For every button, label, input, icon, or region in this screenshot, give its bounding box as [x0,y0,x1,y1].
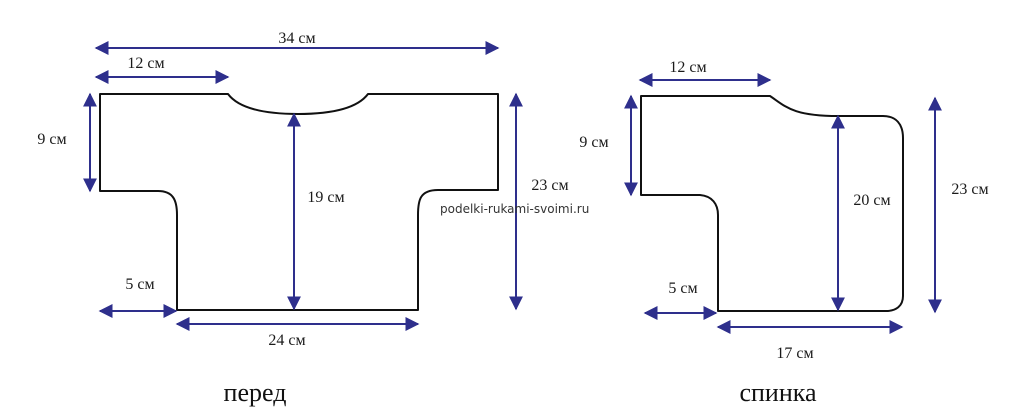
front-caption: перед [224,378,287,407]
front-piece [99,93,499,311]
back-sleeve-offset-label: 5 см [668,280,697,297]
front-total-width-label: 34 см [278,30,315,47]
back-labels: 12 см 9 см 20 см 23 см 5 см 17 см спинка [579,59,988,407]
front-shoulder-label: 12 см [127,55,164,72]
front-labels: 34 см 12 см 9 см 19 см 23 см 5 см 24 см … [37,30,568,407]
back-sleeve-height-label: 9 см [579,134,608,151]
front-total-height-label: 23 см [531,177,568,194]
front-sleeve-height-label: 9 см [37,131,66,148]
back-dimensions [624,73,942,334]
back-bottom-width-label: 17 см [776,345,813,362]
back-total-height-label: 23 см [951,181,988,198]
back-outline [640,95,904,312]
watermark-text: podelki-rukami-svoimi.ru [440,202,589,216]
back-caption: спинка [739,378,817,407]
back-body-length-label: 20 см [853,192,890,209]
front-bottom-width-label: 24 см [268,332,305,349]
back-piece [640,95,904,312]
front-sleeve-offset-label: 5 см [125,276,154,293]
back-shoulder-label: 12 см [669,59,706,76]
front-outline [99,93,499,311]
front-dimensions [83,41,523,331]
front-body-length-label: 19 см [307,189,344,206]
